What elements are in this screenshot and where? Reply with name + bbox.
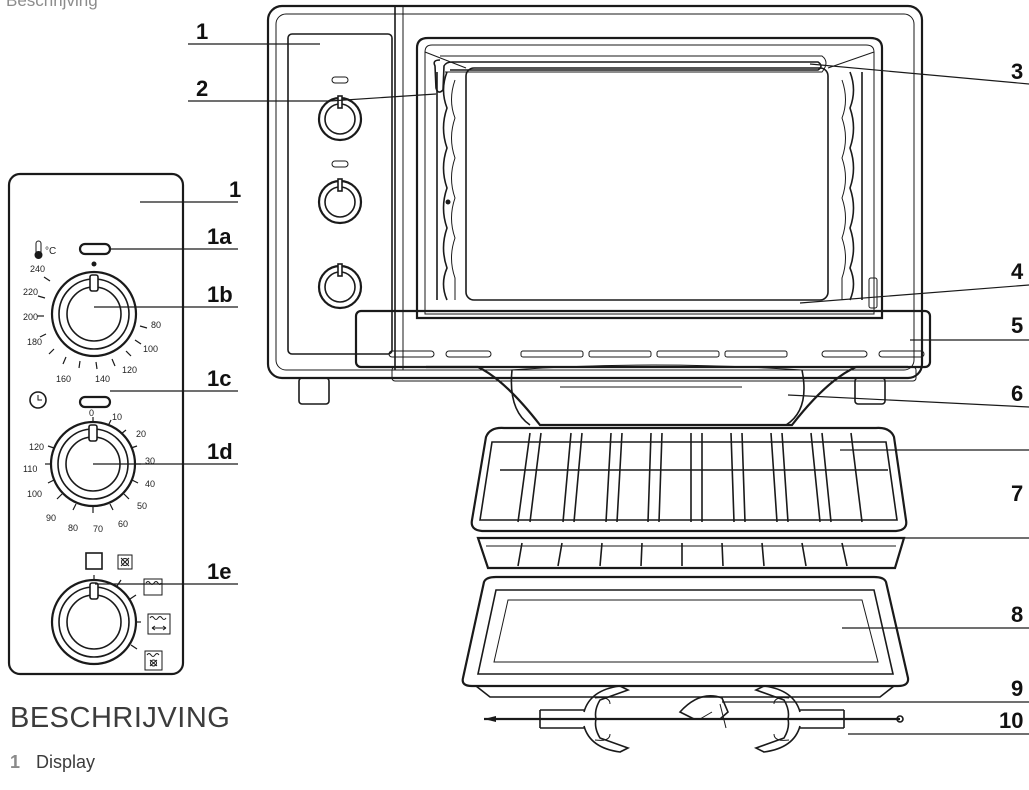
rack-bars [500, 432, 888, 567]
timer-tick-90: 90 [46, 513, 56, 523]
timer-tick-110: 110 [23, 464, 37, 474]
leader-lines [93, 43, 1029, 735]
tray-handle [426, 364, 908, 427]
baking-tray [461, 575, 910, 698]
callout-9: 9 [1011, 676, 1023, 701]
callout-1-panel: 1 [229, 177, 241, 202]
callout-1-top: 1 [196, 19, 208, 44]
timer-indicator-light [78, 395, 112, 409]
temp-tick-100: 100 [143, 344, 158, 354]
timer-tick-70: 70 [93, 524, 103, 534]
timer-tick-20: 20 [136, 429, 146, 439]
timer-tick-80: 80 [68, 523, 78, 533]
control-panel-detail [7, 172, 185, 676]
oven-door [354, 309, 932, 382]
oven-control-panel [287, 33, 393, 355]
timer-tick-60: 60 [118, 519, 128, 529]
description-item-1: 1 Display [10, 752, 95, 773]
door-slots [388, 350, 925, 358]
callout-1a: 1a [207, 224, 232, 249]
timer-tick-120: 120 [29, 442, 44, 452]
timer-tick-100: 100 [27, 489, 42, 499]
timer-tick-30: 30 [145, 456, 155, 466]
mode-top-heat-icon [143, 578, 163, 596]
function-mode-icons [85, 552, 171, 671]
temp-tick-160: 160 [56, 374, 71, 384]
description-heading: BESCHRIJVING [10, 702, 231, 734]
description-item-label: Display [36, 752, 96, 772]
temp-tick-180: 180 [27, 337, 42, 347]
callout-1d: 1d [207, 439, 233, 464]
thermometer-icon [34, 240, 43, 259]
timer-tick-10: 10 [112, 412, 122, 422]
timer-tick-40: 40 [145, 479, 155, 489]
clock-icon [29, 391, 47, 409]
mode-off-icon [85, 552, 103, 570]
rotisserie-spit [484, 685, 904, 753]
callout-4: 4 [1011, 259, 1024, 284]
callout-10: 10 [999, 708, 1023, 733]
callout-6: 6 [1011, 381, 1023, 406]
wire-racks [470, 426, 908, 570]
callout-7: 7 [1011, 481, 1023, 506]
cropped-heading-fragment: Beschrijving [6, 0, 98, 10]
oven-cavity [415, 36, 884, 320]
mode-top-bottom-heat-icon [147, 613, 171, 635]
temperature-scale-ticks [37, 276, 148, 370]
callout-2: 2 [196, 76, 208, 101]
temp-tick-200: 200 [23, 312, 38, 322]
callout-1e: 1e [207, 559, 231, 584]
oven-body [266, 4, 924, 405]
temp-tick-220: 220 [23, 287, 38, 297]
temp-tick-80: 80 [151, 320, 161, 330]
callout-1b: 1b [207, 282, 233, 307]
timer-tick-50: 50 [137, 501, 147, 511]
callout-5: 5 [1011, 313, 1023, 338]
callout-1c: 1c [207, 366, 231, 391]
temperature-indicator-light [78, 242, 112, 256]
temperature-knob [50, 261, 138, 358]
temp-tick-240: 240 [30, 264, 45, 274]
timer-tick-0: 0 [89, 408, 94, 418]
description-item-number: 1 [10, 752, 21, 772]
function-knob [50, 578, 138, 666]
temp-unit-label: °C [45, 246, 56, 257]
temp-tick-120: 120 [122, 365, 137, 375]
mode-fan-top-heat-icon [144, 650, 163, 671]
callout-8: 8 [1011, 602, 1023, 627]
callout-3: 3 [1011, 59, 1023, 84]
mode-convection-icon [117, 554, 133, 570]
temp-tick-140: 140 [95, 374, 110, 384]
